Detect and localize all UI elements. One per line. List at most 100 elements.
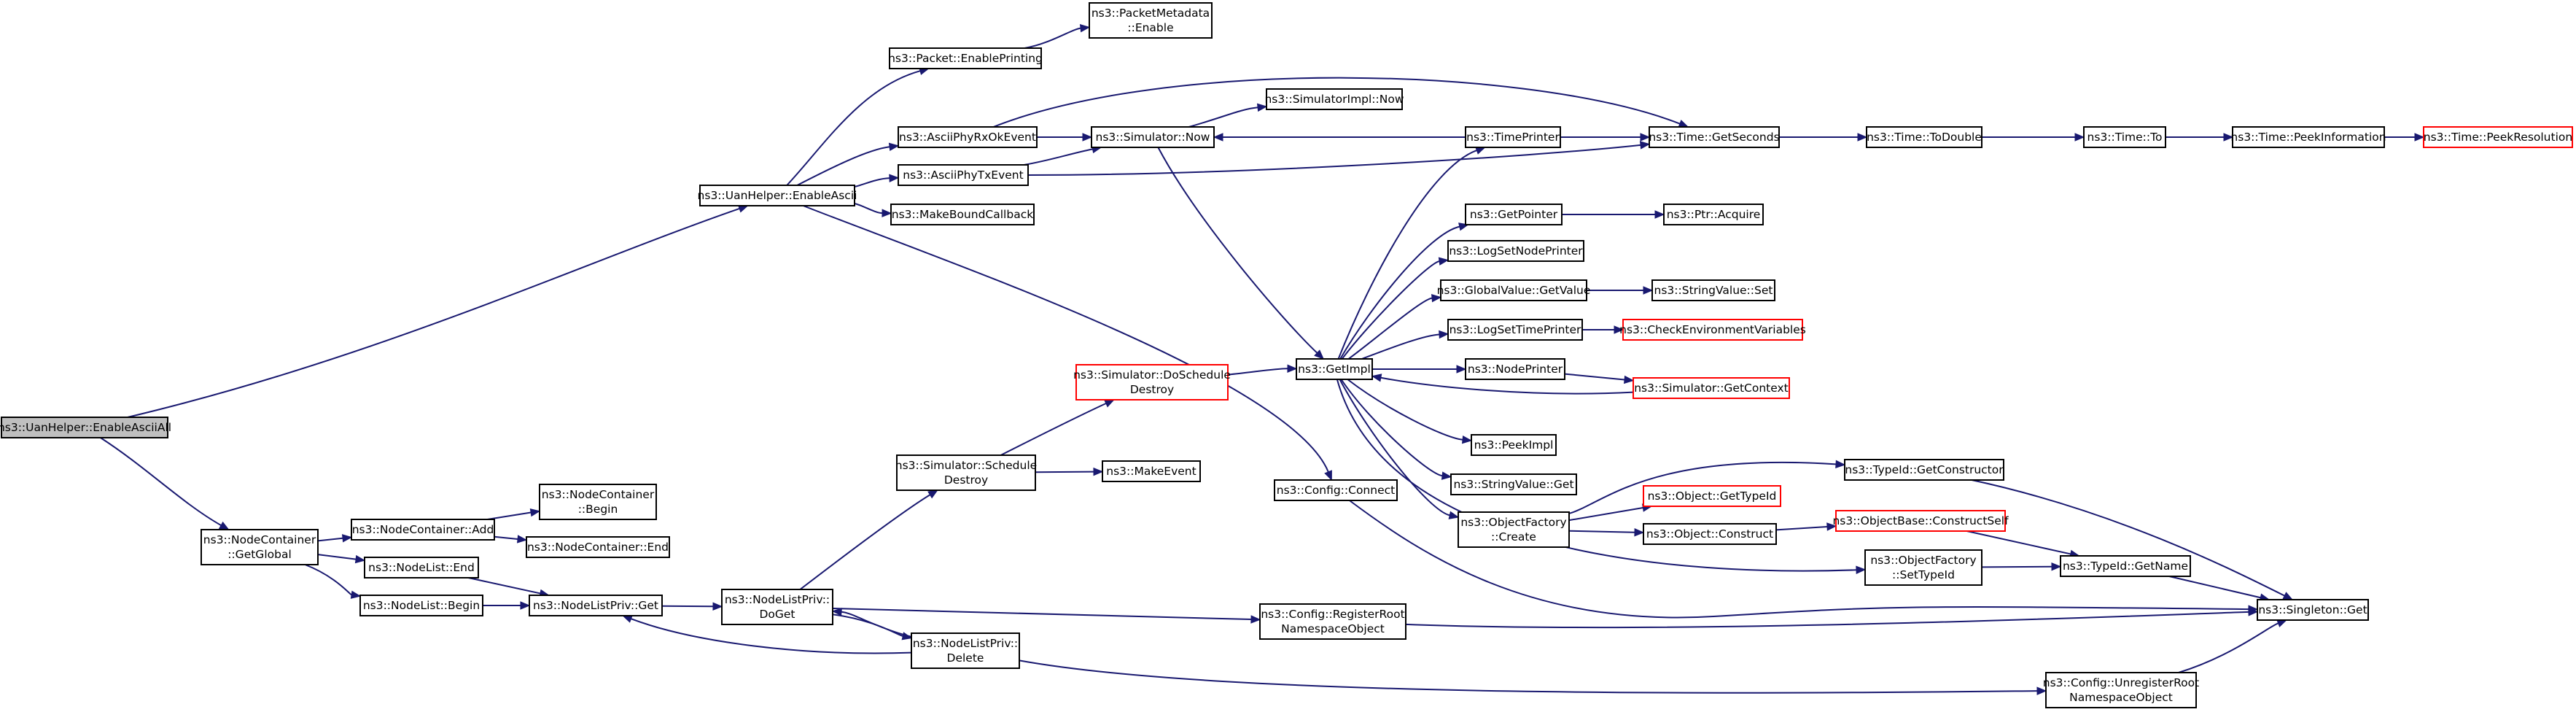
- arrowhead-icon: [1441, 471, 1452, 480]
- graph-node-globalValueGetValue[interactable]: ns3::GlobalValue::GetValue: [1437, 279, 1591, 301]
- graph-node-nodeContainerGetGlobal[interactable]: ns3::NodeContainer::GetGlobal: [201, 529, 319, 565]
- graph-node-nodeContainerEnd[interactable]: ns3::NodeContainer::End: [526, 536, 670, 558]
- graph-node-root[interactable]: ns3::UanHelper::EnableAsciiAll: [0, 417, 171, 438]
- graph-node-peekImpl[interactable]: ns3::PeekImpl: [1471, 434, 1557, 456]
- graph-node-ptrAcquire[interactable]: ns3::Ptr::Acquire: [1663, 204, 1764, 225]
- graph-node-objectBaseConstructSelf[interactable]: ns3::ObjectBase::ConstructSelf: [1832, 510, 2009, 532]
- graph-node-singletonGet[interactable]: ns3::Singleton::Get: [2257, 599, 2369, 621]
- graph-node-nodeListEnd[interactable]: ns3::NodeList::End: [364, 557, 479, 578]
- graph-node-makeEvent[interactable]: ns3::MakeEvent: [1102, 460, 1201, 482]
- graph-node-timePeekResolution[interactable]: ns3::Time::PeekResolution: [2423, 126, 2573, 148]
- arrowhead-icon: [1213, 133, 1223, 142]
- graph-node-stringValueGet[interactable]: ns3::StringValue::Get: [1450, 473, 1577, 495]
- graph-node-typeIdGetConstructor[interactable]: ns3::TypeId::GetConstructor: [1844, 459, 2004, 481]
- node-box: [1835, 510, 2006, 532]
- graph-node-packetEnablePrinting[interactable]: ns3::Packet::EnablePrinting: [888, 47, 1043, 69]
- node-box: [1651, 279, 1775, 301]
- graph-node-nodeListPrivGet[interactable]: ns3::NodeListPriv::Get: [529, 595, 663, 616]
- edge-line: [796, 146, 890, 186]
- graph-node-timeToDouble[interactable]: ns3::Time::ToDouble: [1866, 126, 1982, 148]
- edge-line: [1981, 565, 2052, 568]
- graph-node-getImpl[interactable]: ns3::GetImpl: [1296, 358, 1373, 380]
- graph-node-nodePrinter[interactable]: ns3::NodePrinter: [1465, 358, 1565, 380]
- call-edge-globalValueGetValue-to-stringValueSet: [1587, 286, 1654, 295]
- node-label: ns3::ObjectBase::ConstructSelf: [1832, 514, 2009, 527]
- call-edge-simulatorScheduleDestroy-to-simulatorDoScheduleDestroy: [1000, 399, 1116, 456]
- graph-node-timePeekInformation[interactable]: ns3::Time::PeekInformation: [2230, 126, 2386, 148]
- node-box: [1102, 460, 1201, 482]
- arrowhead-icon: [1314, 349, 1325, 360]
- edge-line: [1568, 461, 1837, 514]
- node-box: [2060, 555, 2191, 577]
- graph-node-timeGetSeconds[interactable]: ns3::Time::GetSeconds: [1649, 126, 1780, 148]
- edge-line: [993, 77, 1681, 128]
- call-edge-getImpl-to-objectFactoryCreate: [1339, 379, 1460, 519]
- call-edge-nodeListPrivDoGet-to-configRegisterRoot: [832, 607, 1261, 624]
- call-edge-nodeListPrivDoGet-to-nodeListPrivDelete: [832, 614, 913, 641]
- graph-node-simulatorGetContext[interactable]: ns3::Simulator::GetContext: [1633, 377, 1790, 399]
- edge-line: [1035, 471, 1094, 473]
- graph-node-makeBoundCallback[interactable]: ns3::MakeBoundCallback: [890, 204, 1035, 225]
- node-box: [1266, 88, 1403, 110]
- graph-node-enableAscii[interactable]: ns3::UanHelper::EnableAscii: [698, 185, 857, 206]
- graph-node-objectGetTypeId[interactable]: ns3::Object::GetTypeId: [1643, 485, 1781, 507]
- graph-node-simulatorNow[interactable]: ns3::Simulator::Now: [1091, 126, 1215, 148]
- node-label: ns3::NodeListPriv::: [913, 637, 1018, 650]
- edge-line: [1361, 333, 1440, 360]
- graph-node-objectFactoryCreate[interactable]: ns3::ObjectFactory::Create: [1458, 511, 1570, 548]
- graph-node-nodeContainerBegin[interactable]: ns3::NodeContainer::Begin: [539, 484, 657, 520]
- graph-node-stringValueSet[interactable]: ns3::StringValue::Set: [1651, 279, 1775, 301]
- node-box: [1649, 126, 1780, 148]
- graph-node-nodeListPrivDelete[interactable]: ns3::NodeListPriv::Delete: [911, 632, 1020, 669]
- graph-node-objectConstruct[interactable]: ns3::Object::Construct: [1643, 523, 1777, 545]
- call-edge-getImpl-to-nodePrinter: [1372, 365, 1467, 374]
- node-label: ns3::Packet::EnablePrinting: [888, 52, 1043, 65]
- graph-node-getPointer[interactable]: ns3::GetPointer: [1465, 204, 1563, 225]
- call-edge-getImpl-to-logSetTimePrinter: [1361, 330, 1450, 360]
- node-box: [1274, 479, 1398, 501]
- node-label: ns3::Simulator::Schedule: [895, 459, 1037, 472]
- graph-node-checkEnvironmentVariables[interactable]: ns3::CheckEnvironmentVariables: [1619, 319, 1806, 341]
- edge-line: [1024, 148, 1093, 166]
- graph-node-timePrinter[interactable]: ns3::TimePrinter: [1465, 126, 1561, 148]
- call-edge-simulatorNow-to-simulatorImplNow: [1188, 103, 1268, 128]
- graph-node-configConnect[interactable]: ns3::Config::Connect: [1274, 479, 1398, 501]
- graph-node-nodeListBegin[interactable]: ns3::NodeList::Begin: [359, 595, 483, 616]
- call-edge-getPointer-to-ptrAcquire: [1562, 210, 1665, 219]
- node-label: ns3::Time::PeekResolution: [2424, 131, 2572, 144]
- graph-node-nodeContainerAdd[interactable]: ns3::NodeContainer::Add: [351, 519, 495, 541]
- node-box: [1296, 358, 1373, 380]
- call-edge-root-to-enableAscii: [127, 204, 749, 418]
- graph-node-logSetTimePrinter[interactable]: ns3::LogSetTimePrinter: [1447, 319, 1583, 341]
- call-edge-nodeListPrivDelete-to-configUnregisterRoot: [1019, 659, 2047, 695]
- node-box: [890, 204, 1035, 225]
- graph-node-asciiPhyRxOkEvent[interactable]: ns3::AsciiPhyRxOkEvent: [898, 126, 1038, 148]
- graph-node-objectFactorySetTypeId[interactable]: ns3::ObjectFactory::SetTypeId: [1864, 549, 1982, 586]
- graph-node-typeIdGetName[interactable]: ns3::TypeId::GetName: [2060, 555, 2191, 577]
- arrowhead-icon: [1634, 527, 1645, 537]
- edge-line: [1157, 147, 1318, 354]
- graph-node-packetMetadataEnable[interactable]: ns3::PacketMetadata::Enable: [1089, 2, 1213, 39]
- call-edge-logSetTimePrinter-to-checkEnvironmentVariables: [1582, 325, 1624, 334]
- graph-node-logSetNodePrinter[interactable]: ns3::LogSetNodePrinter: [1447, 240, 1584, 262]
- arrowhead-icon: [1826, 522, 1837, 531]
- edge-line: [494, 535, 518, 541]
- arrowhead-icon: [1643, 286, 1654, 295]
- graph-node-simulatorImplNow[interactable]: ns3::SimulatorImpl::Now: [1264, 88, 1404, 110]
- call-edge-nodeListPrivDelete-to-nodeListPrivDoGet: [831, 608, 912, 638]
- graph-node-configUnregisterRoot[interactable]: ns3::Config::UnregisterRootNamespaceObje…: [2043, 672, 2199, 708]
- edge-line: [1972, 479, 2285, 597]
- graph-node-asciiPhyTxEvent[interactable]: ns3::AsciiPhyTxEvent: [898, 164, 1029, 186]
- graph-node-timeTo[interactable]: ns3::Time::To: [2083, 126, 2166, 148]
- edge-line: [1000, 403, 1107, 456]
- edge-line: [1380, 376, 1634, 395]
- edge-line: [631, 618, 912, 654]
- arrowhead-icon: [1614, 325, 1624, 334]
- call-edge-enableAscii-to-asciiPhyRxOkEvent: [796, 142, 900, 186]
- call-edge-nodePrinter-to-simulatorGetContext: [1564, 373, 1635, 384]
- graph-node-nodeListPrivDoGet[interactable]: ns3::NodeListPriv::DoGet: [721, 589, 833, 625]
